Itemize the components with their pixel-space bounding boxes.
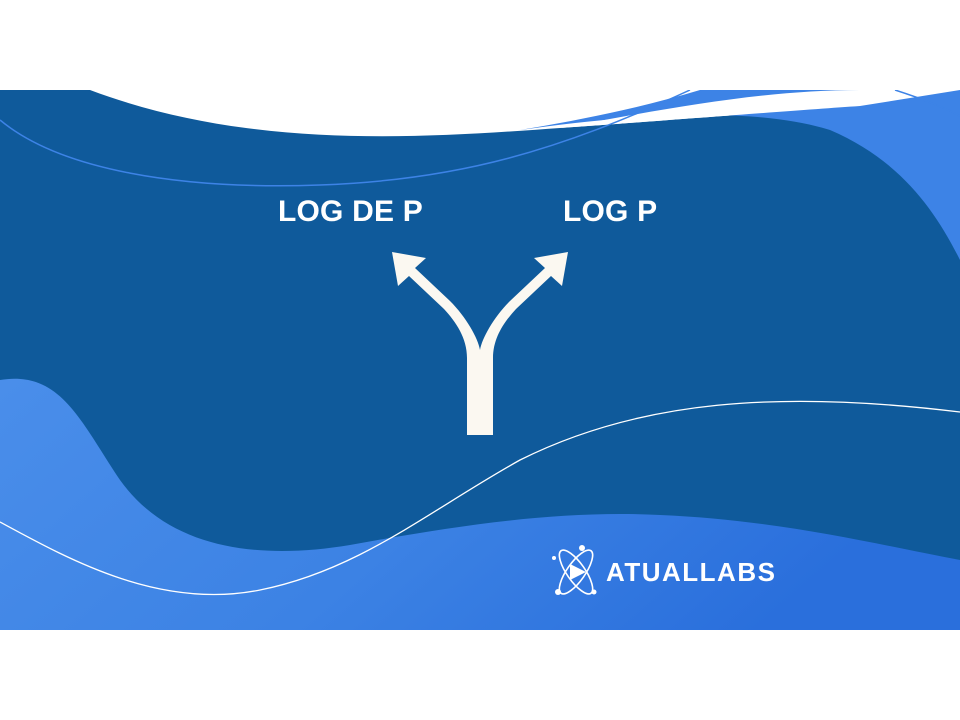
atuallabs-logo-icon <box>552 545 597 595</box>
split-arrow-icon <box>392 252 568 435</box>
right-light-wave <box>520 90 960 260</box>
right-path-label: LOG P <box>563 195 658 228</box>
brand-logo: ATUALLABS <box>546 534 776 610</box>
top-thin-line <box>0 90 691 187</box>
wave-background <box>0 90 960 630</box>
bottom-thin-line <box>0 400 960 596</box>
hero-banner <box>0 90 960 630</box>
brand-name: ATUALLABS <box>606 557 777 587</box>
bottom-light-wave <box>0 378 960 630</box>
left-path-label: LOG DE P <box>278 195 423 228</box>
